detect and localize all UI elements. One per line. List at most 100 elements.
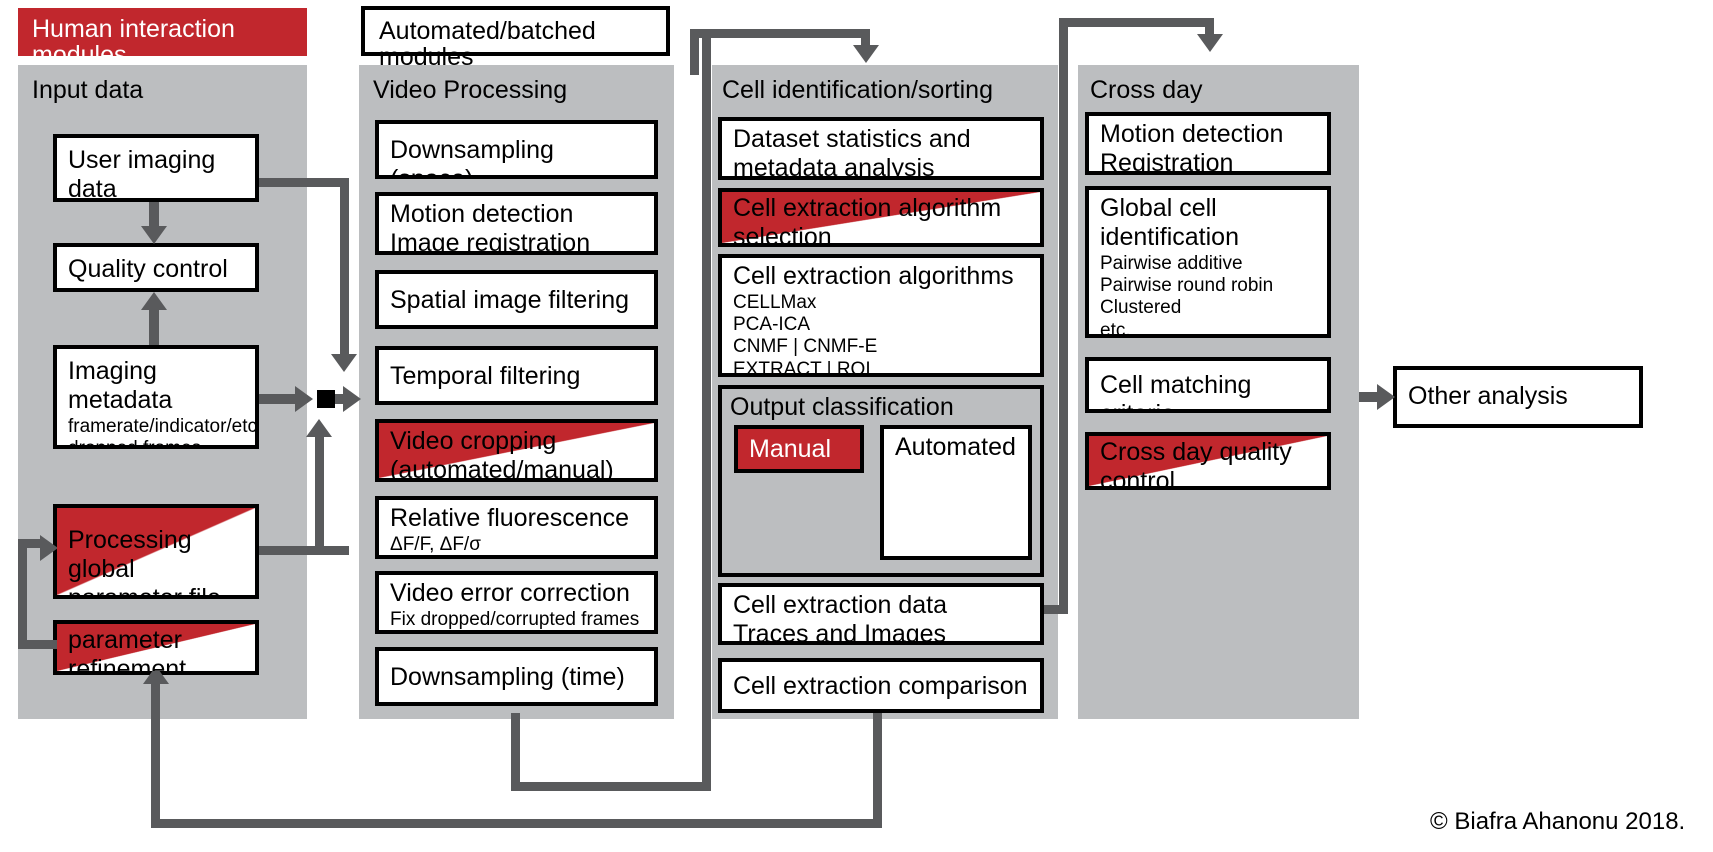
node-cell-matching-criteria[interactable]: Cell matching criteria [1085, 357, 1331, 413]
connector-user-right-v [340, 178, 349, 356]
node-quality-control[interactable]: Quality control [53, 243, 259, 292]
node-global-cell-identification[interactable]: Global cell identification Pairwise addi… [1085, 186, 1331, 338]
merge-hub [317, 390, 335, 408]
node-video-error-correction[interactable]: Video error correction Fix dropped/corru… [375, 571, 658, 634]
node-imaging-metadata-label: Imaging metadata [68, 357, 173, 414]
subgroup-title-output-classification: Output classification [730, 393, 954, 421]
arrowhead-metadata-to-quality [141, 292, 167, 310]
connector-extractdata-to-crossday-v [1059, 25, 1068, 614]
connector-auto-to-cellid-h [690, 29, 870, 38]
connector-feedback-main-h [151, 819, 882, 828]
node-cell-extraction-data[interactable]: Cell extraction data Traces and Images [718, 583, 1044, 645]
node-parameter-refinement-label: parameter refinement [68, 626, 187, 675]
node-cross-day-quality-control[interactable]: Cross day quality control [1085, 432, 1331, 490]
node-motion-detection-registration-label: Motion detection Registration [1100, 120, 1284, 175]
connector-user-right-h [259, 178, 349, 187]
connector-feedback-video-h [511, 782, 711, 791]
legend-automated-batched: Automated/batched modules [361, 6, 670, 70]
node-global-cell-identification-detail: Pairwise additive Pairwise round robin C… [1100, 253, 1274, 338]
node-dataset-statistics-label: Dataset statistics and metadata analysis [733, 125, 971, 180]
arrowhead-hub-to-video [343, 386, 361, 412]
node-manual[interactable]: Manual [734, 425, 864, 473]
arrowhead-matching-to-other [1377, 384, 1395, 410]
node-downsampling-space[interactable]: Downsampling (space) [375, 120, 658, 179]
node-downsampling-space-label: Downsampling (space) [390, 136, 554, 179]
node-relative-fluorescence-label: Relative fluorescence [390, 504, 630, 532]
arrowhead-paramfile-into-hub [306, 419, 332, 437]
node-user-imaging-data-label: User imaging data (xyt or xyzt) [68, 146, 216, 202]
connector-cellid-to-crossday-h [1059, 18, 1214, 27]
node-cross-day-quality-control-label: Cross day quality control [1100, 438, 1292, 490]
arrowhead-auto-to-cellid [853, 45, 879, 63]
node-temporal-filtering[interactable]: Temporal filtering [375, 346, 658, 405]
node-relative-fluorescence-detail: ΔF/F, ΔF/σ [390, 534, 481, 555]
node-cell-extraction-comparison-label: Cell extraction comparison [733, 672, 1028, 700]
node-downsampling-time-label: Downsampling (time) [390, 663, 625, 691]
node-cell-extraction-algorithm-selection-label: Cell extraction algorithm selection [733, 194, 1002, 247]
node-imaging-metadata[interactable]: Imaging metadata framerate/indicator/etc… [53, 345, 259, 449]
connector-feedback-cellid-v [873, 713, 882, 828]
connector-matching-to-other [1359, 392, 1383, 402]
node-relative-fluorescence[interactable]: Relative fluorescence ΔF/F, ΔF/σ [375, 496, 658, 559]
arrowhead-metadata-into-hub [295, 386, 313, 412]
connector-cellid-to-crossday-v2 [1205, 18, 1214, 36]
legend-human-interaction: Human interaction modules [18, 8, 307, 68]
node-video-cropping-label: Video cropping (automated/manual) [390, 427, 614, 482]
node-spatial-image-filtering[interactable]: Spatial image filtering [375, 270, 658, 329]
connector-refine-loop-h-top [18, 539, 42, 548]
node-other-analysis-label: Other analysis [1408, 382, 1568, 410]
node-motion-detection-image-registration-label: Motion detection Image registration [390, 200, 591, 255]
node-cell-matching-criteria-label: Cell matching criteria [1100, 371, 1252, 409]
copyright-notice: © Biafra Ahanonu 2018. [1430, 808, 1686, 835]
node-manual-label: Manual [749, 435, 831, 463]
node-cell-extraction-algorithms-label: Cell extraction algorithms [733, 262, 1014, 290]
connector-feedback-video-v1 [511, 713, 520, 791]
connector-refine-loop-h-bottom [18, 640, 58, 649]
connector-feedback-video-v2 [702, 36, 711, 791]
node-cell-extraction-algorithms[interactable]: Cell extraction algorithms CELLMax PCA-I… [718, 254, 1044, 377]
arrowhead-cellid-to-crossday [1197, 34, 1223, 52]
node-video-error-correction-detail: Fix dropped/corrupted frames [390, 609, 640, 630]
panel-title-video-processing: Video Processing [373, 76, 568, 104]
node-motion-detection-registration[interactable]: Motion detection Registration [1085, 112, 1331, 175]
node-downsampling-time[interactable]: Downsampling (time) [375, 647, 658, 706]
node-cell-extraction-data-label: Cell extraction data Traces and Images [733, 591, 948, 645]
node-quality-control-label: Quality control [68, 255, 228, 283]
arrowhead-user-into-hub [331, 354, 357, 372]
connector-refine-loop-v [18, 539, 27, 649]
node-automated[interactable]: Automated [880, 425, 1032, 560]
node-spatial-image-filtering-label: Spatial image filtering [390, 286, 630, 314]
node-parameter-refinement[interactable]: parameter refinement [53, 620, 259, 675]
connector-metadata-to-quality [149, 310, 159, 345]
node-global-cell-identification-label: Global cell identification [1100, 194, 1239, 251]
arrowhead-user-to-quality [141, 226, 167, 244]
node-processing-global-parameter-file[interactable]: Processing global parameter file [53, 504, 259, 599]
node-automated-label: Automated [895, 433, 1016, 461]
node-video-error-correction-label: Video error correction [390, 579, 630, 607]
connector-feedback-left-v [151, 680, 160, 828]
node-cell-extraction-algorithms-detail: CELLMax PCA-ICA CNMF | CNMF-E EXTRACT | … [733, 292, 878, 377]
panel-title-input-data: Input data [32, 76, 144, 104]
legend-automated-label: Automated/batched modules [379, 17, 596, 72]
node-processing-global-parameter-file-label: Processing global parameter file [68, 526, 221, 599]
connector-paramfile-right-v [315, 437, 324, 555]
panel-title-cross-day: Cross day [1090, 76, 1203, 104]
node-imaging-metadata-detail: framerate/indicator/etc. dropped frames [68, 416, 259, 449]
connector-metadata-to-hub [259, 394, 297, 404]
node-cell-extraction-algorithm-selection[interactable]: Cell extraction algorithm selection [718, 188, 1044, 247]
connector-auto-to-cellid-v1 [690, 29, 699, 75]
connector-paramfile-right-h [259, 546, 349, 555]
connector-user-to-quality [149, 202, 159, 228]
node-temporal-filtering-label: Temporal filtering [390, 362, 581, 390]
node-video-cropping[interactable]: Video cropping (automated/manual) [375, 419, 658, 482]
connector-auto-to-cellid-v2 [861, 29, 870, 47]
node-user-imaging-data[interactable]: User imaging data (xyt or xyzt) [53, 134, 259, 202]
node-dataset-statistics[interactable]: Dataset statistics and metadata analysis [718, 117, 1044, 180]
legend-human-label: Human interaction modules [32, 15, 235, 70]
connector-extractdata-to-crossday-h [1044, 605, 1068, 614]
panel-title-cell-identification-sorting: Cell identification/sorting [722, 76, 993, 104]
node-motion-detection-image-registration[interactable]: Motion detection Image registration [375, 192, 658, 255]
node-cell-extraction-comparison[interactable]: Cell extraction comparison [718, 658, 1044, 713]
arrowhead-refine-into-paramfile [40, 535, 58, 561]
node-other-analysis[interactable]: Other analysis [1393, 366, 1643, 428]
